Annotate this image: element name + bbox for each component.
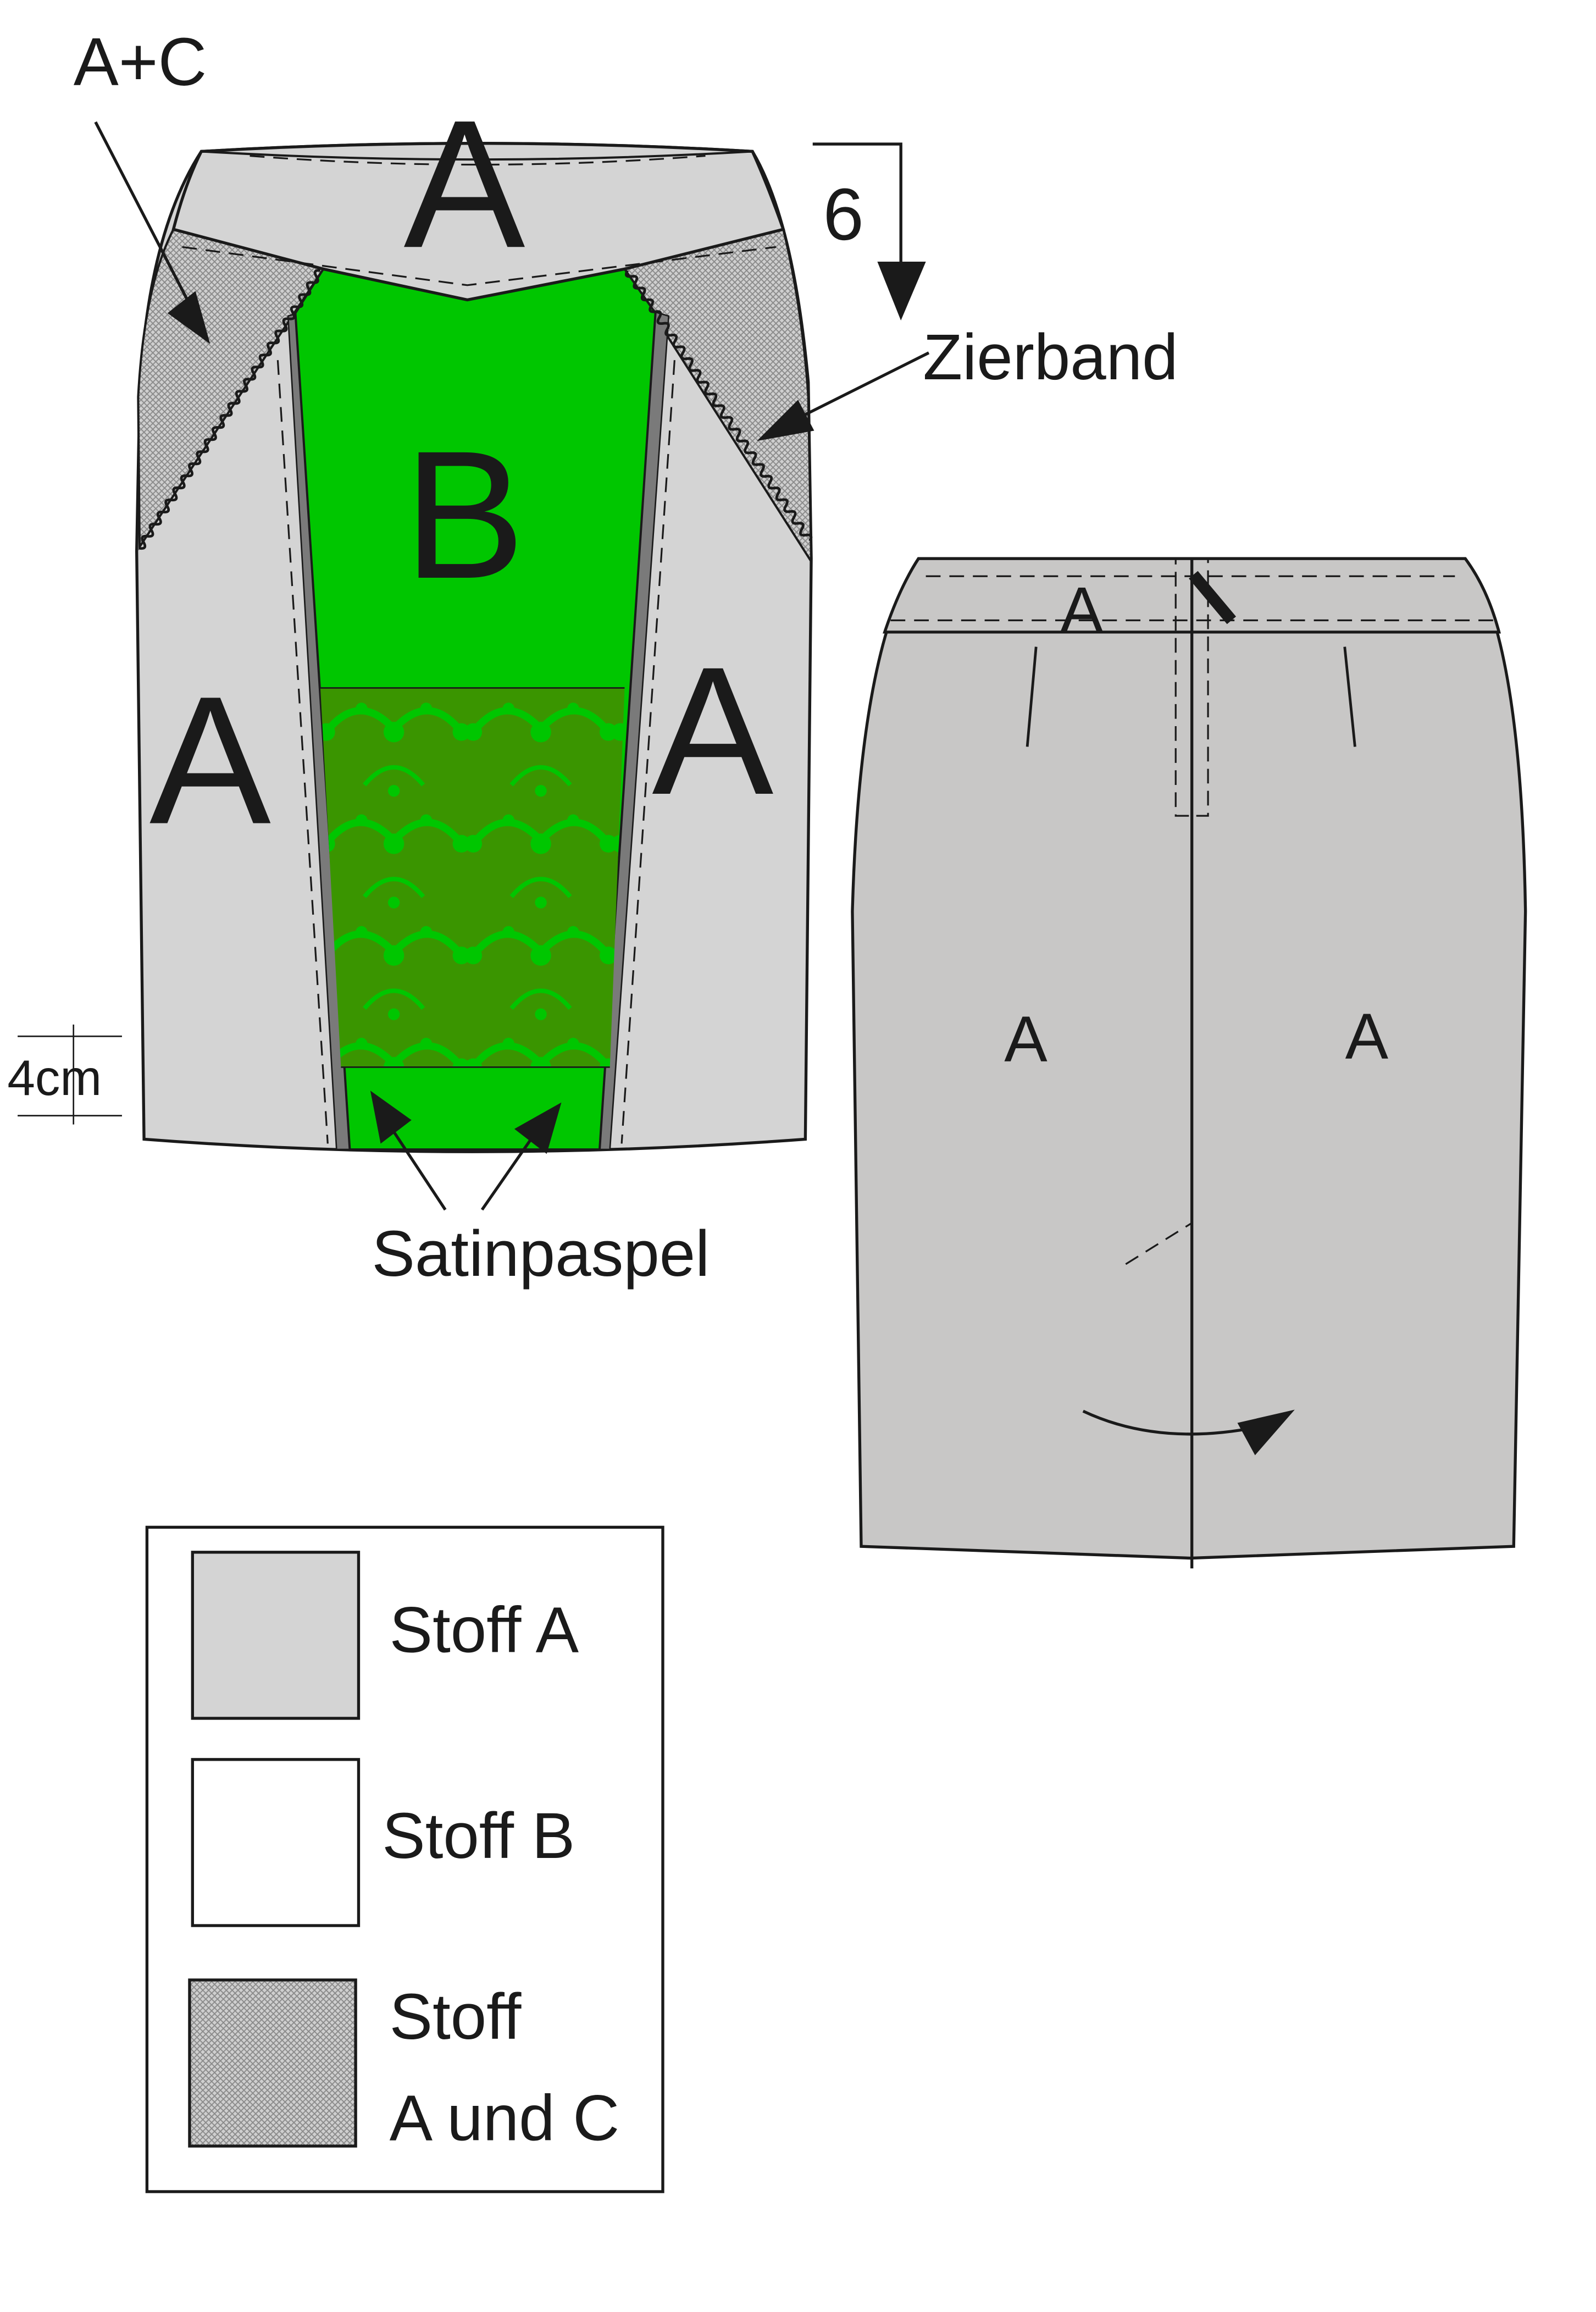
legend-swatch-fabric-a <box>191 1551 361 1720</box>
zierband-arrowhead <box>757 400 814 441</box>
satinpaspel-leader-right <box>480 1137 534 1211</box>
front-skirt: A B A A <box>135 82 813 1153</box>
waistband-top-edge <box>201 150 753 161</box>
a-plus-c-arrowhead <box>167 291 210 344</box>
step-arrowhead <box>877 262 926 320</box>
right-mesh-panel <box>623 228 813 566</box>
back-left-label: A <box>1004 1003 1048 1075</box>
step-number: 6 <box>823 174 863 256</box>
yoke-stitching <box>182 246 777 286</box>
zierband-leader <box>799 351 930 419</box>
satinpaspel-arrowhead-left <box>370 1091 412 1144</box>
lace-inset <box>320 688 625 1067</box>
front-center-label: B <box>403 413 525 617</box>
legend-swatch-fabric-ac <box>188 1978 357 2148</box>
vent-stitching <box>1125 1222 1193 1265</box>
back-skirt-silhouette <box>851 557 1527 1560</box>
legend-label-fabric-b: Stoff B <box>382 1799 575 1872</box>
right-zierband-trim <box>624 269 813 542</box>
callouts: A+C 6 Zierband Satinpaspel 4cm <box>7 25 1178 1290</box>
satinpaspel-arrowhead-right <box>514 1102 562 1154</box>
left-zierband-trim <box>139 269 321 550</box>
left-back-dart <box>1026 646 1038 747</box>
front-right-label: A <box>652 629 774 833</box>
satinpaspel-leader-left <box>392 1131 447 1211</box>
satinpaspel-label: Satinpaspel <box>372 1217 710 1290</box>
front-left-label: A <box>149 659 272 862</box>
back-waistband-label: A <box>1060 573 1104 646</box>
a-plus-c-leader <box>94 121 190 302</box>
waistband-stitching <box>250 154 706 166</box>
back-skirt: A A A <box>851 557 1527 1569</box>
zierband-label: Zierband <box>923 320 1178 393</box>
hem-measure-label: 4cm <box>7 1050 102 1106</box>
a-plus-c-label: A+C <box>74 25 207 100</box>
right-back-dart <box>1343 646 1356 747</box>
front-yoke-label: A <box>403 82 526 286</box>
zipper-placket <box>1174 557 1209 817</box>
right-seam-stitching <box>620 360 675 1144</box>
left-seam-stitching <box>276 360 329 1144</box>
fabric-legend: Stoff A Stoff B Stoff A und C <box>145 1525 664 2193</box>
legend-label-fabric-ac-line2: A und C <box>390 2081 620 2154</box>
legend-label-fabric-ac-line1: Stoff <box>390 1980 522 2053</box>
vent-fold-arrow <box>1082 1409 1265 1436</box>
vent-fold-arrowhead <box>1237 1409 1295 1456</box>
legend-swatch-fabric-b <box>191 1758 361 1927</box>
step-arrow-line <box>812 142 902 268</box>
legend-label-fabric-a: Stoff A <box>390 1594 579 1666</box>
back-right-label: A <box>1345 999 1389 1072</box>
zipper-pull <box>1189 571 1237 624</box>
